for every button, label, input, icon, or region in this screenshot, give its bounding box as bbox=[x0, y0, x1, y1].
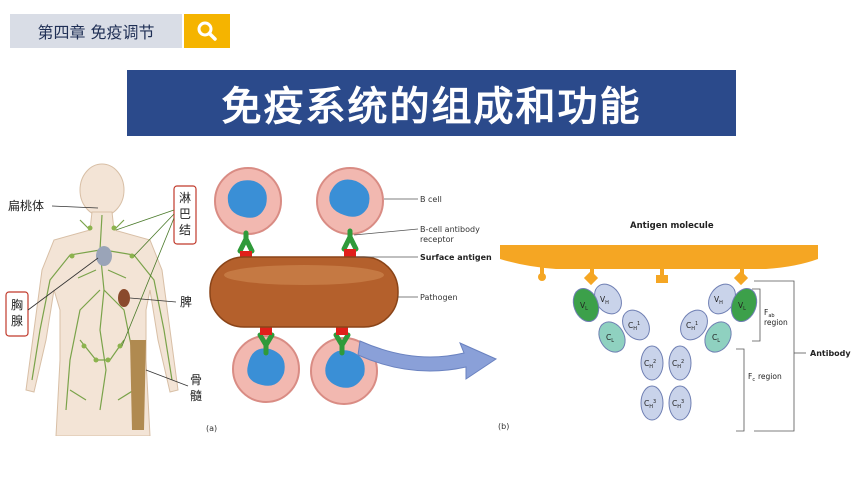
receptors bbox=[237, 228, 359, 356]
svg-text:VH: VH bbox=[714, 295, 723, 306]
antibody-label: Antibody bbox=[810, 349, 851, 358]
spleen-organ bbox=[118, 289, 130, 307]
b-cell bbox=[232, 335, 300, 403]
pathogen-label: Pathogen bbox=[420, 293, 458, 302]
svg-text:CH1: CH1 bbox=[686, 321, 698, 332]
svg-text:VL: VL bbox=[580, 301, 588, 312]
antigen-molecule-label: Antigen molecule bbox=[630, 221, 714, 231]
page-title: 免疫系统的组成和功能 bbox=[127, 70, 736, 136]
lymph-vessels bbox=[31, 214, 173, 411]
chapter-tag: 第四章 免疫调节 bbox=[10, 14, 182, 48]
panel-b-label: (b) bbox=[498, 422, 509, 431]
arrow bbox=[357, 340, 498, 380]
antibody-figure: Antigen molecule VH VL CH1 CL bbox=[496, 213, 860, 437]
antibody-domains bbox=[572, 283, 758, 421]
marrow-bone bbox=[130, 340, 146, 430]
chapter-label: 第四章 免疫调节 bbox=[37, 23, 155, 42]
lymphatic-system-figure: 扁桃体 淋巴结 胸腺 脾 骨髓 bbox=[0, 160, 208, 437]
svg-text:CH3: CH3 bbox=[644, 399, 656, 410]
lymph-nodes bbox=[69, 225, 135, 363]
receptor-label-1: B-cell antibody bbox=[420, 225, 480, 234]
bcell-pathogen-figure: B cell B-cell antibody receptor Surface … bbox=[204, 165, 500, 437]
svg-text:CL: CL bbox=[712, 333, 720, 344]
search-button[interactable] bbox=[184, 14, 230, 48]
fab-region-label: Fab bbox=[764, 308, 775, 319]
fab-region-word: region bbox=[764, 318, 788, 327]
page-title-text: 免疫系统的组成和功能 bbox=[221, 84, 642, 130]
spleen-label: 脾 bbox=[180, 294, 192, 309]
surface-antigens bbox=[240, 249, 356, 335]
b-cell-label: B cell bbox=[420, 195, 442, 204]
thymus-organ bbox=[96, 246, 112, 266]
svg-text:CH2: CH2 bbox=[644, 359, 656, 370]
region-brackets bbox=[736, 280, 806, 432]
svg-text:VH: VH bbox=[600, 295, 609, 306]
domain-labels: VH VL CH1 CL VH VL CH1 CL CH2 CH2 CH3 CH… bbox=[580, 295, 746, 410]
b-cells bbox=[214, 167, 384, 405]
b-cell bbox=[316, 167, 384, 235]
svg-text:VL: VL bbox=[738, 301, 746, 312]
svg-text:CH3: CH3 bbox=[672, 399, 684, 410]
fc-region-label: Fc bbox=[748, 372, 755, 383]
antigen-molecule bbox=[500, 245, 818, 269]
b-cell bbox=[214, 167, 282, 235]
svg-text:CH2: CH2 bbox=[672, 359, 684, 370]
fc-region-word: region bbox=[758, 372, 782, 381]
thymus-label: 胸腺 bbox=[11, 297, 23, 328]
tonsil-label: 扁桃体 bbox=[8, 198, 44, 213]
panel-a-label: (a) bbox=[206, 424, 217, 433]
thymus-label-box bbox=[5, 291, 29, 337]
svg-text:CH1: CH1 bbox=[628, 321, 640, 332]
search-icon bbox=[197, 21, 217, 41]
lymph-node-label-box bbox=[173, 185, 197, 245]
antigen-epitopes bbox=[538, 265, 749, 286]
surface-antigen-label: Surface antigen bbox=[420, 253, 492, 262]
svg-text:CL: CL bbox=[606, 333, 614, 344]
marrow-label: 骨髓 bbox=[190, 373, 202, 403]
receptor-label-2: receptor bbox=[420, 235, 454, 244]
lymph-node-label: 淋巴结 bbox=[179, 191, 191, 237]
